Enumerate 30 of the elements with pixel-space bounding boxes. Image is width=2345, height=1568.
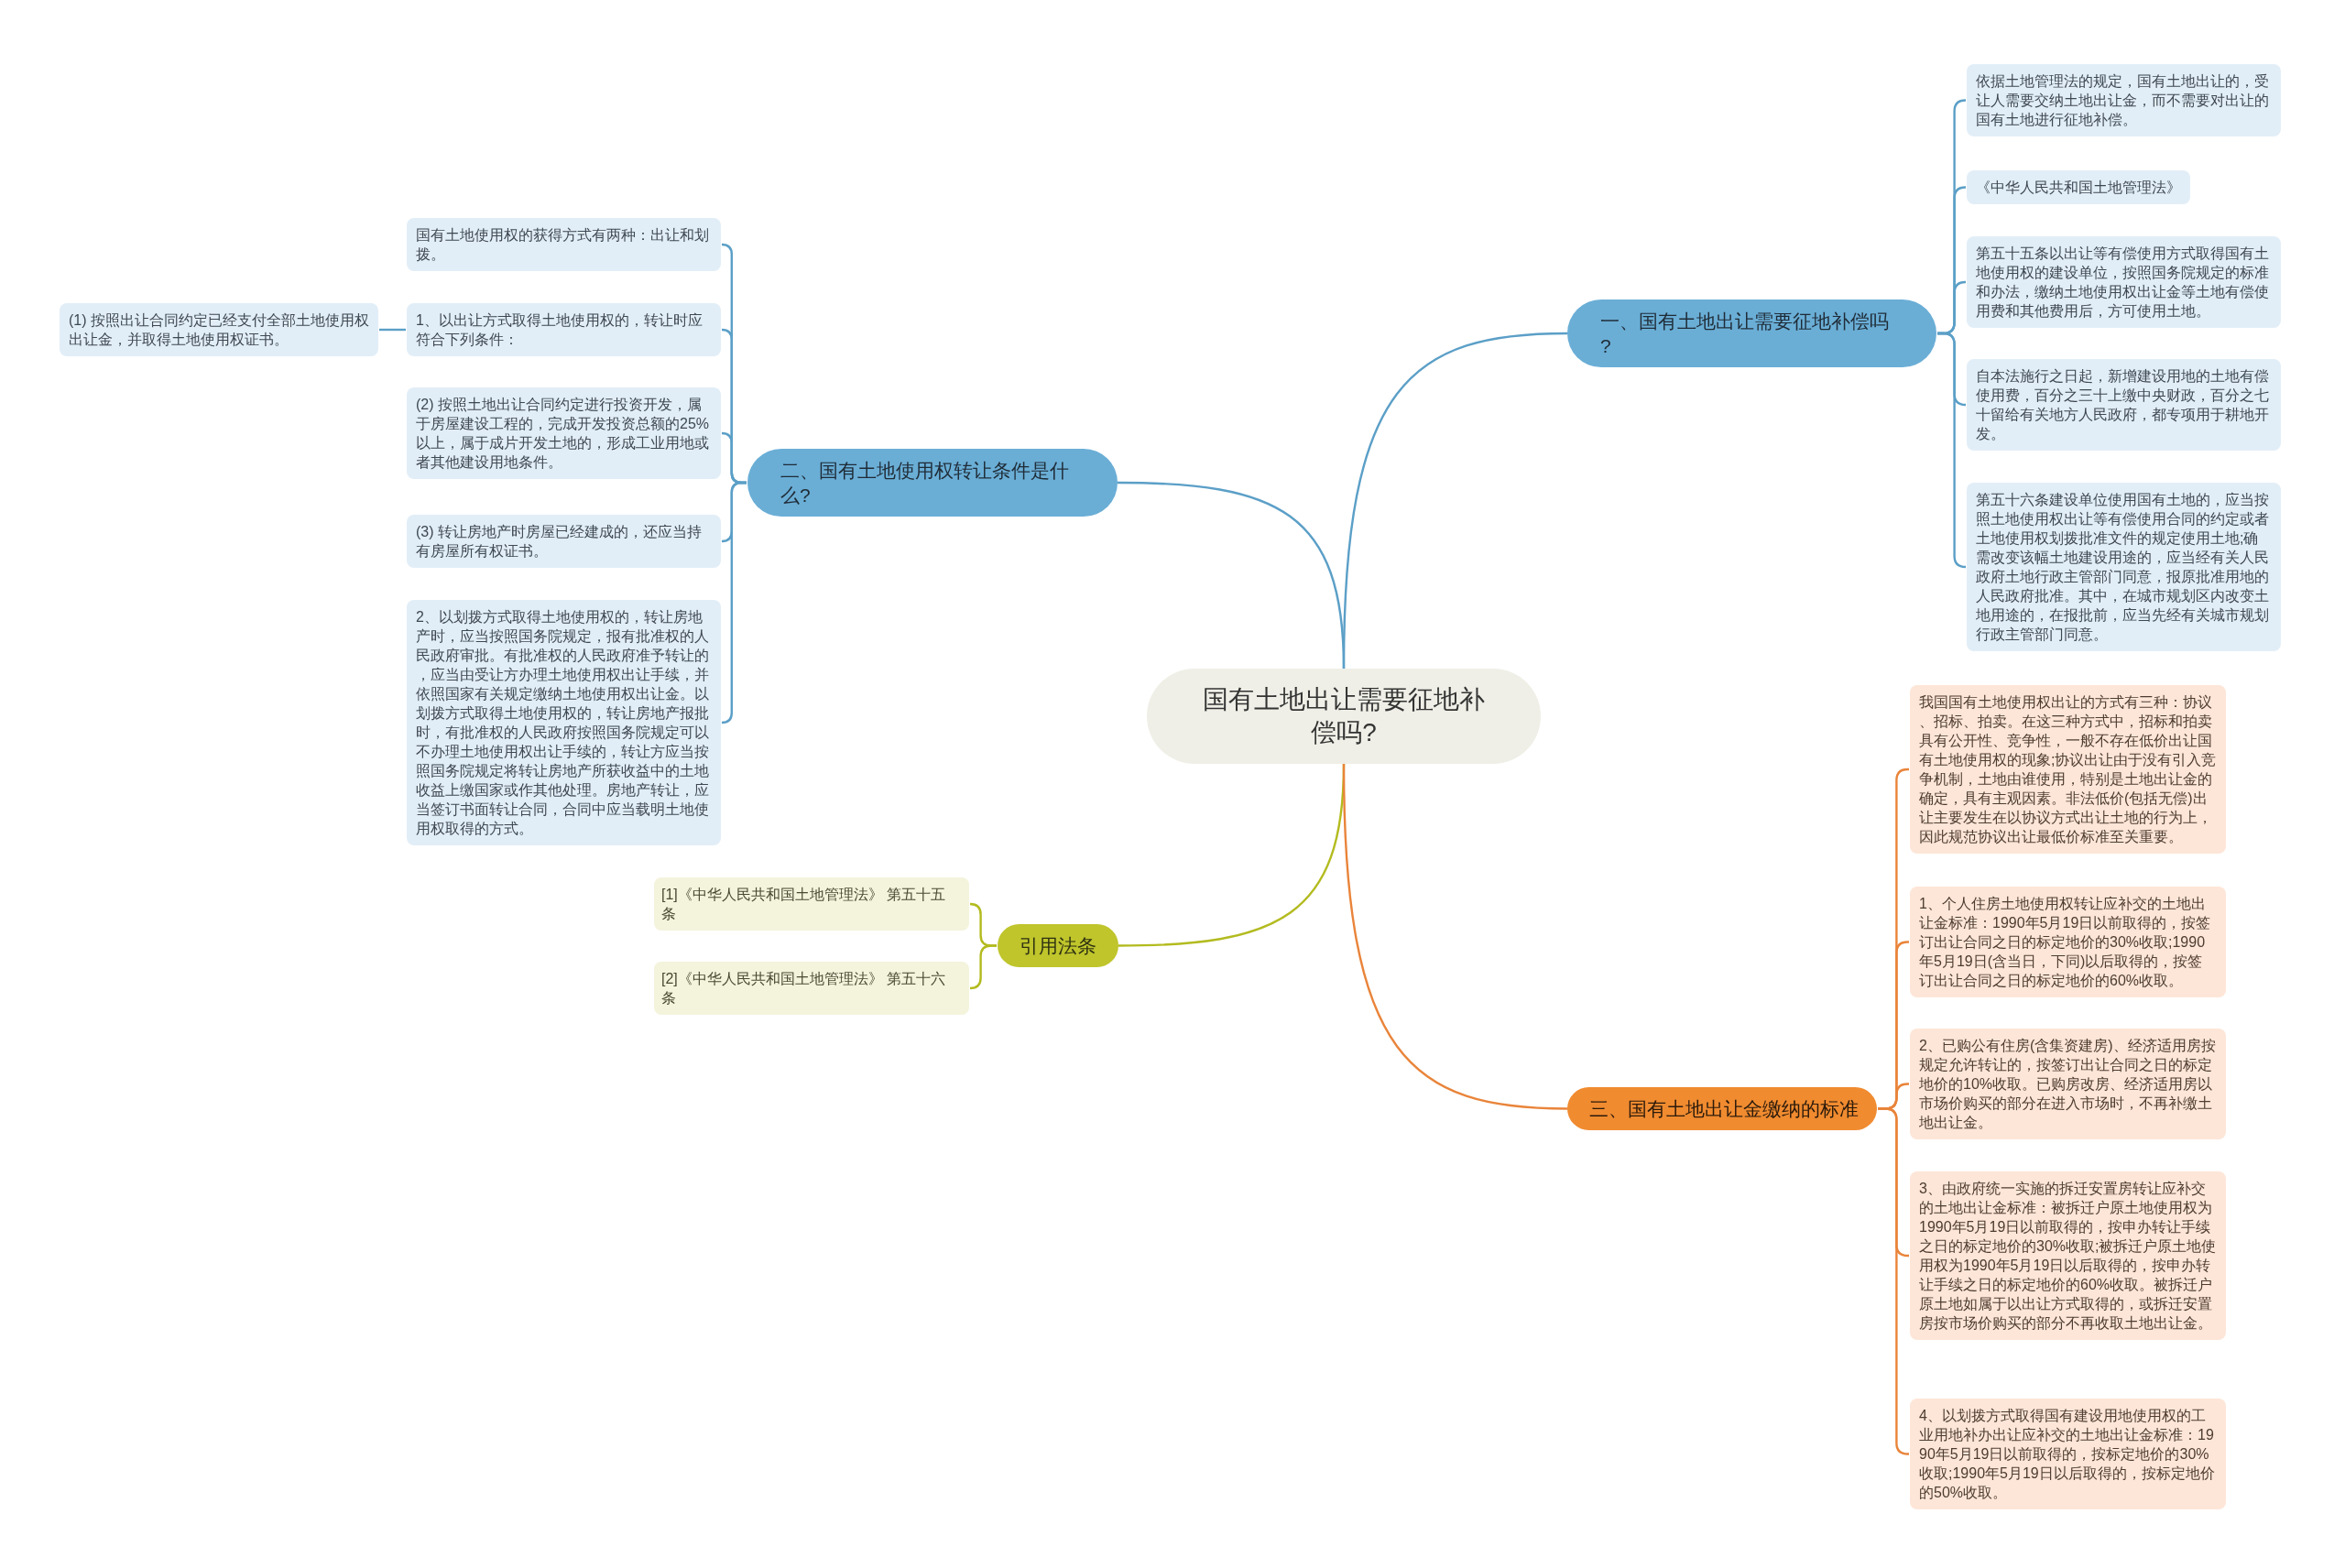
subtopic-box: 1、以出让方式取得土地使用权的，转让时应符合下列条件： <box>407 303 721 356</box>
connector-line <box>1878 1107 1910 1455</box>
connector-line <box>968 944 997 990</box>
subtopic-box: 第五十六条建设单位使用国有土地的，应当按照土地使用权出让等有偿使用合同的约定或者土地使用权划拨批准文件的规定使用土地;确需改变该幅土地建设用途的，应当经有关人民政府土地行政主管部门同意，报原批准用地的人民政府批准。其中，在城市规划区内改变土地用途的，在报批前，应当先经有关城市规划行政主管部门同意。 <box>1967 483 2281 651</box>
connector-line <box>1117 481 1346 670</box>
connector-line <box>379 328 406 332</box>
subtopic-box: 2、以划拨方式取得土地使用权的，转让房地产时，应当按照国务院规定，报有批准权的人民政府审批。有批准权的人民政府准予转让的，应当由受让方办理土地使用权出让手续，并依照国家有关规定缴纳土地使用权出让金。以划拨方式取得土地使用权的，转让房地产报批时，有批准权的人民政府按照国务院规定可以不办理土地使用权出让手续的，转让方应当按照国务院规定将转让房地产所获收益中的土地收益上缴国家或作其他处理。房地产转让，应当签订书面转让合同，合同中应当载明土地使用权取得的方式。 <box>407 600 721 845</box>
subtopic-box: 依据土地管理法的规定，国有土地出让的，受让人需要交纳土地出让金，而不需要对出让的国有土地进行征地补偿。 <box>1967 64 2281 136</box>
subtopic-box: 我国国有土地使用权出让的方式有三种：协议、招标、拍卖。在这三种方式中，招标和拍卖具有公开性、竞争性，一般不存在低价出让国有土地使用权的现象;协议出让由于没有引入竞争机制，土地由谁使用，特别是土地出让金的确定，具有主观因素。非法低价(包括无偿)出让主要发生在以协议方式出让土地的行为上，因此规范协议出让最低价标准至关重要。 <box>1910 685 2226 854</box>
branch-topic: 一、国有土地出让需要征地补偿吗? <box>1567 299 1936 367</box>
subtopic-box: (2) 按照土地出让合同约定进行投资开发，属于房屋建设工程的，完成开发投资总额的25%以上，属于成片开发土地的，形成工业用地或者其他建设用地条件。 <box>407 387 721 479</box>
citation-box: [2]《中华人民共和国土地管理法》 第五十六条 <box>654 962 969 1015</box>
subtopic-box: 《中华人民共和国土地管理法》 <box>1967 170 2190 204</box>
subtopic-box: (3) 转让房地产时房屋已经建成的，还应当持有房屋所有权证书。 <box>407 515 721 568</box>
subtopic-box: (1) 按照出让合同约定已经支付全部土地使用权出让金，并取得土地使用权证书。 <box>60 303 378 356</box>
connector-line <box>1342 763 1568 1110</box>
branch-topic: 引用法条 <box>998 924 1118 967</box>
central-topic: 国有土地出让需要征地补偿吗? <box>1147 669 1541 764</box>
branch-topic: 三、国有土地出让金缴纳的标准 <box>1567 1087 1877 1130</box>
subtopic-box: 3、由政府统一实施的拆迁安置房转让应补交的土地出让金标准：被拆迁户原土地使用权为1990年5月19日以前取得的，按申办转让手续之日的标定地价的30%收取;被拆迁户原土地使用权为1990年5月19日以后取得的，按申办转让手续之日的标定地价的60%收取。被拆迁户原土地如属于以出让方式取得的，或拆迁安置房按市场价购买的部分不再收取土地出让金。 <box>1910 1171 2226 1340</box>
subtopic-box: 国有土地使用权的获得方式有两种：出让和划拨。 <box>407 218 721 271</box>
branch-topic: 二、国有土地使用权转让条件是什么? <box>747 449 1118 517</box>
subtopic-box: 自本法施行之日起，新增建设用地的土地有偿使用费，百分之三十上缴中央财政，百分之七十留给有关地方人民政府，都专项用于耕地开发。 <box>1967 359 2281 451</box>
subtopic-box: 4、以划拨方式取得国有建设用地使用权的工业用地补办出让应补交的土地出让金标准：1990年5月19日以前取得的，按标定地价的30%收取;1990年5月19日以后取得的，按标定地价的50%收取。 <box>1910 1399 2226 1509</box>
subtopic-box: 2、已购公有住房(含集资建房)、经济适用房按规定允许转让的，按签订出让合同之日的标定地价的10%收取。已购房改房、经济适用房以市场价购买的部分在进入市场时，不再补缴土地出让金。 <box>1910 1029 2226 1139</box>
connector-line <box>1937 332 1967 569</box>
connector-line <box>720 481 747 724</box>
subtopic-box: 第五十五条以出让等有偿使用方式取得国有土地使用权的建设单位，按照国务院规定的标准和办法，缴纳土地使用权出让金等土地有偿使用费和其他费用后，方可使用土地。 <box>1967 236 2281 328</box>
citation-box: [1]《中华人民共和国土地管理法》 第五十五条 <box>654 877 969 931</box>
subtopic-box: 1、个人住房土地使用权转让应补交的土地出让金标准：1990年5月19日以前取得的，按签订出让合同之日的标定地价的30%收取;1990年5月19日(含当日，下同)以后取得的，按签订出让合同之日的标定地价的60%收取。 <box>1910 887 2226 997</box>
